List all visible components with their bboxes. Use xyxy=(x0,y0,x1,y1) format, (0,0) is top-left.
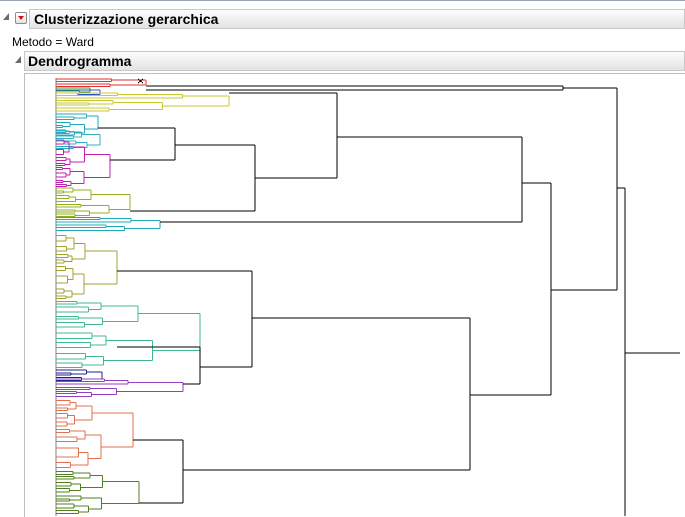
method-label: Metodo = Ward xyxy=(12,35,94,49)
report-title: Clusterizzazione gerarchica xyxy=(34,11,219,27)
window-top-border xyxy=(0,0,685,1)
report-title-bar[interactable]: Clusterizzazione gerarchica xyxy=(29,9,685,29)
red-triangle-menu-icon[interactable] xyxy=(15,12,27,24)
dendrogram-section-header: Dendrogramma xyxy=(12,51,685,71)
section-title-bar[interactable]: Dendrogramma xyxy=(24,51,685,71)
section-title: Dendrogramma xyxy=(28,53,132,69)
disclosure-triangle-icon[interactable] xyxy=(15,56,21,63)
dendrogram-marker xyxy=(137,78,144,84)
dendrogram-plot-frame xyxy=(24,73,685,517)
disclosure-triangle-icon[interactable] xyxy=(3,13,9,20)
cluster-report-header: Clusterizzazione gerarchica xyxy=(0,7,685,31)
